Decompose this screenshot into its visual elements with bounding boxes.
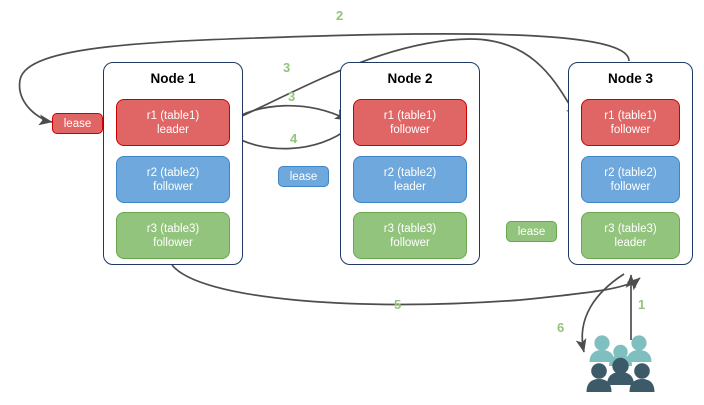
lease-label: lease [517, 225, 546, 238]
node-2-replica-r3: r3 (table3) follower [353, 212, 467, 259]
replica-role: follower [153, 236, 193, 249]
node-3: Node 3 r1 (table1) follower r2 (table2) … [568, 62, 693, 265]
replica-id: r2 (table2) [146, 166, 200, 179]
node-1-title: Node 1 [150, 71, 196, 86]
node-1-replica-r2: r2 (table2) follower [116, 156, 230, 203]
edge-label-4: 4 [290, 131, 298, 146]
replica-role: leader [157, 123, 189, 136]
replica-role: follower [610, 123, 651, 136]
replica-role: leader [394, 180, 426, 193]
node-2-title: Node 2 [387, 71, 433, 86]
node-1-replica-r1: r1 (table1) leader [116, 99, 230, 146]
node-1: Node 1 r1 (table1) leader r2 (table2) fo… [103, 62, 243, 265]
lease-label: lease [289, 170, 318, 183]
node-2-replica-r1: r1 (table1) follower [353, 99, 467, 146]
edge-2-path [18, 33, 630, 126]
replica-role: leader [614, 236, 647, 249]
edge-label-1: 1 [638, 297, 646, 312]
replica-id: r3 (table3) [383, 222, 437, 235]
replica-id: r1 (table1) [146, 109, 200, 122]
replica-id: r1 (table1) [604, 109, 657, 122]
edge-label-5: 5 [394, 297, 402, 312]
replica-id: r2 (table2) [604, 166, 657, 179]
replica-id: r3 (table3) [146, 222, 200, 235]
lease-label: lease [63, 117, 92, 130]
lease-chip-r3: lease [506, 221, 557, 242]
replica-role: follower [390, 123, 430, 136]
node-3-title: Node 3 [607, 71, 653, 86]
edge-label-6: 6 [557, 320, 565, 335]
edge-label-2: 2 [336, 8, 344, 23]
edge-6-path [575, 273, 625, 353]
replica-id: r3 (table3) [604, 222, 657, 235]
replica-id: r1 (table1) [383, 109, 437, 122]
node-1-replica-r3: r3 (table3) follower [116, 212, 230, 259]
edge-label-3-upper: 3 [283, 60, 291, 75]
people-group-icon [586, 335, 655, 392]
node-3-replica-r1: r1 (table1) follower [581, 99, 680, 146]
lease-chip-r1: lease [52, 113, 103, 134]
lease-chip-r2: lease [278, 166, 329, 187]
edge-5-path [171, 264, 641, 306]
node-3-replica-r2: r2 (table2) follower [581, 156, 680, 203]
replica-role: follower [610, 180, 651, 193]
replica-role: follower [153, 180, 193, 193]
replica-id: r2 (table2) [383, 166, 437, 179]
replica-role: follower [390, 236, 430, 249]
edge-label-3-lower: 3 [288, 89, 296, 104]
node-2: Node 2 r1 (table1) follower r2 (table2) … [340, 62, 480, 265]
node-3-replica-r3: r3 (table3) leader [581, 212, 680, 259]
edge-3-upper-path [221, 38, 579, 126]
node-2-replica-r2: r2 (table2) leader [353, 156, 467, 203]
